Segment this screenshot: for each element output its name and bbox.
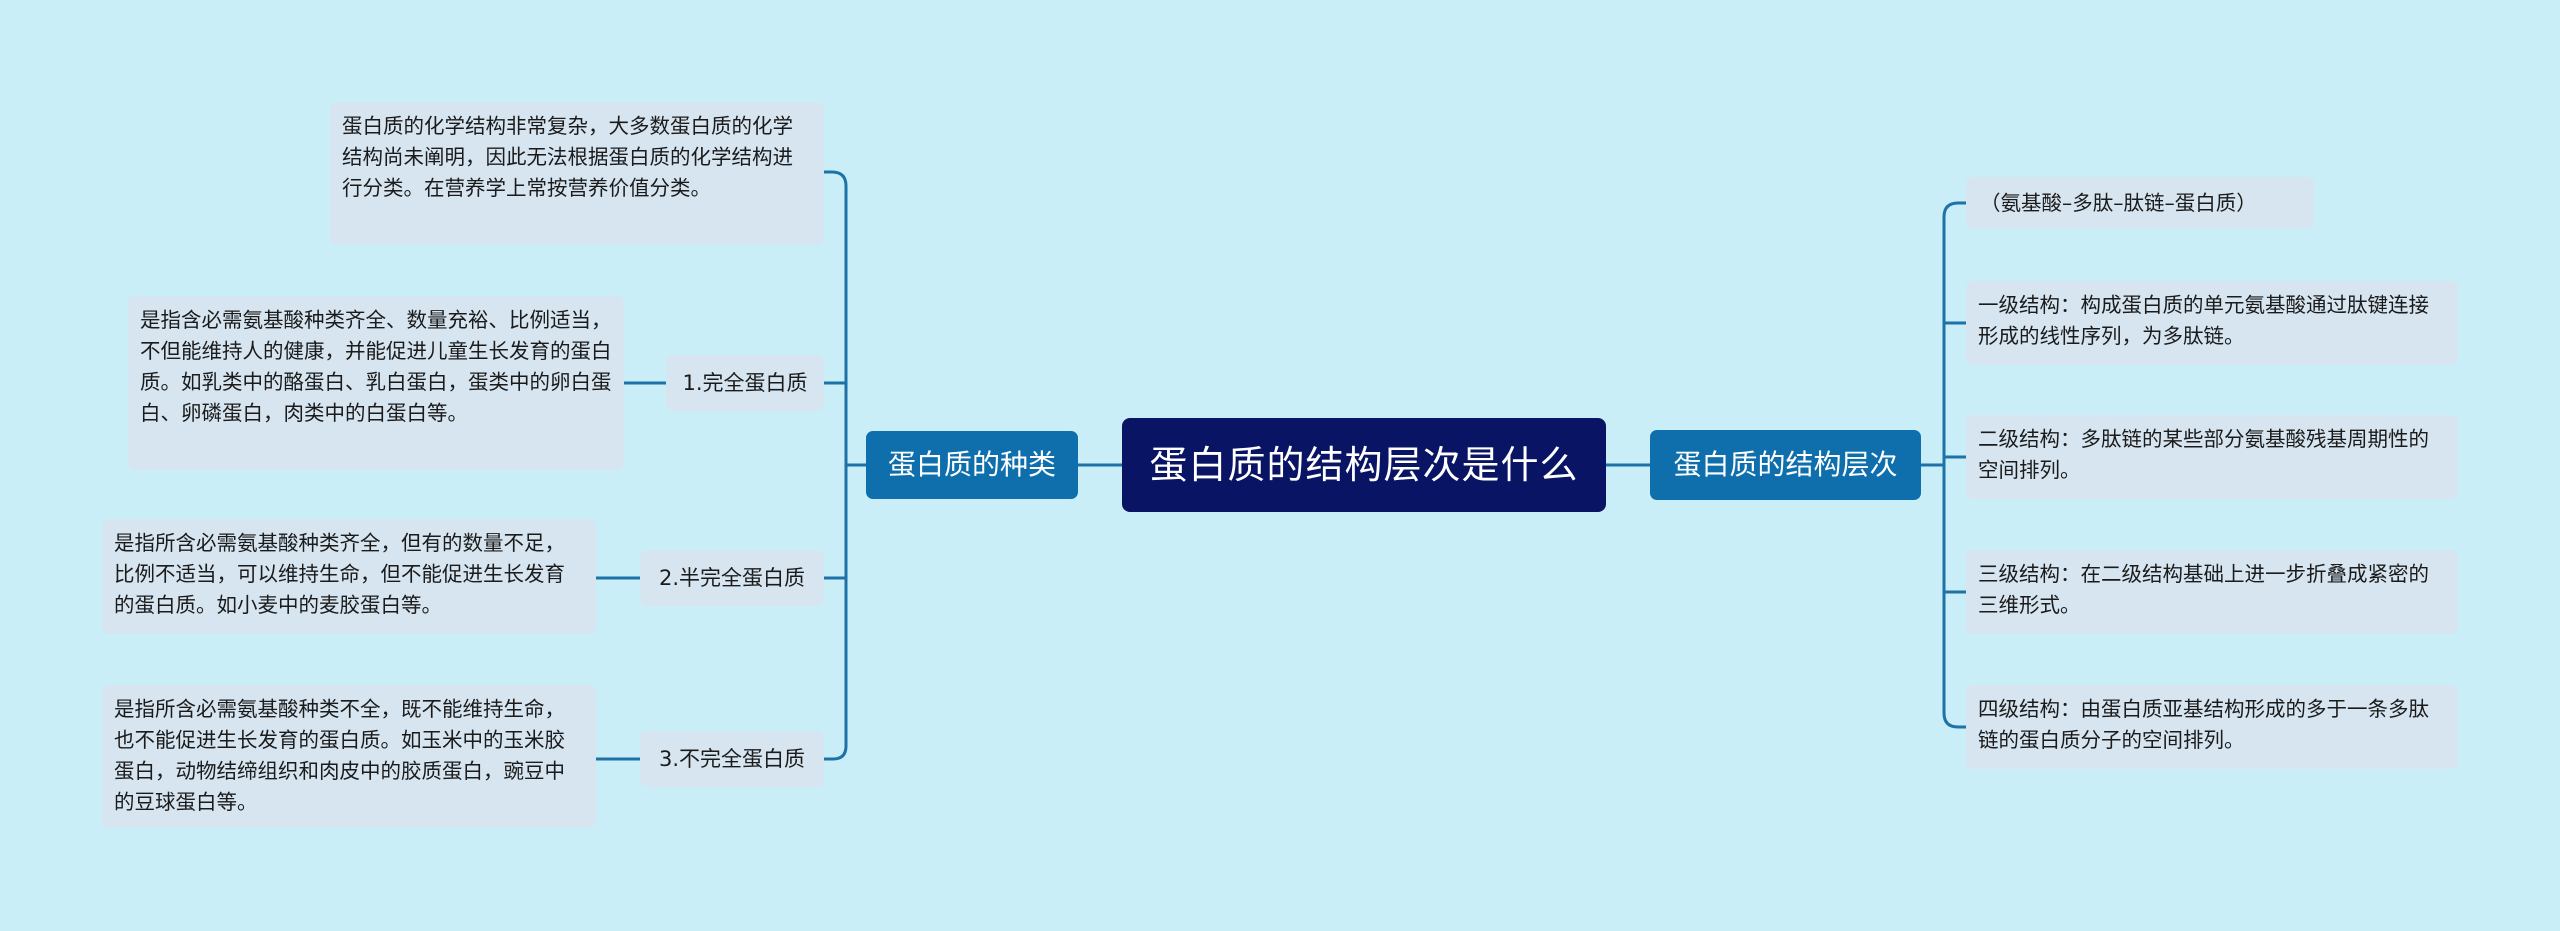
leaf-tertiary-structure[interactable]: 三级结构：在二级结构基础上进一步折叠成紧密的三维形式。 bbox=[1966, 550, 2458, 634]
leaf-classification-intro[interactable]: 蛋白质的化学结构非常复杂，大多数蛋白质的化学结构尚未阐明，因此无法根据蛋白质的化… bbox=[330, 102, 824, 245]
leaf-structure-sequence[interactable]: （氨基酸–多肽–肽链–蛋白质） bbox=[1966, 177, 2314, 229]
subtopic-semi-complete-protein[interactable]: 2.半完全蛋白质 bbox=[640, 550, 824, 606]
leaf-incomplete-protein-desc[interactable]: 是指所含必需氨基酸种类不全，既不能维持生命，也不能促进生长发育的蛋白质。如玉米中… bbox=[102, 685, 596, 828]
connector-left-spine bbox=[822, 170, 868, 761]
root-topic[interactable]: 蛋白质的结构层次是什么 bbox=[1122, 418, 1606, 512]
leaf-secondary-structure[interactable]: 二级结构：多肽链的某些部分氨基酸残基周期性的空间排列。 bbox=[1966, 415, 2458, 499]
connector-right-spine bbox=[1919, 201, 1968, 729]
leaf-complete-protein-desc[interactable]: 是指含必需氨基酸种类齐全、数量充裕、比例适当，不但能维持人的健康，并能促进儿童生… bbox=[128, 296, 624, 470]
leaf-primary-structure[interactable]: 一级结构：构成蛋白质的单元氨基酸通过肽键连接形成的线性序列，为多肽链。 bbox=[1966, 281, 2458, 365]
branch-structure-levels[interactable]: 蛋白质的结构层次 bbox=[1650, 430, 1921, 500]
leaf-semi-complete-protein-desc[interactable]: 是指所含必需氨基酸种类齐全，但有的数量不足，比例不适当，可以维持生命，但不能促进… bbox=[102, 519, 596, 634]
subtopic-complete-protein[interactable]: 1.完全蛋白质 bbox=[666, 355, 824, 411]
branch-protein-types[interactable]: 蛋白质的种类 bbox=[866, 431, 1078, 499]
subtopic-incomplete-protein[interactable]: 3.不完全蛋白质 bbox=[640, 731, 824, 787]
leaf-quaternary-structure[interactable]: 四级结构：由蛋白质亚基结构形成的多于一条多肽链的蛋白质分子的空间排列。 bbox=[1966, 685, 2458, 769]
